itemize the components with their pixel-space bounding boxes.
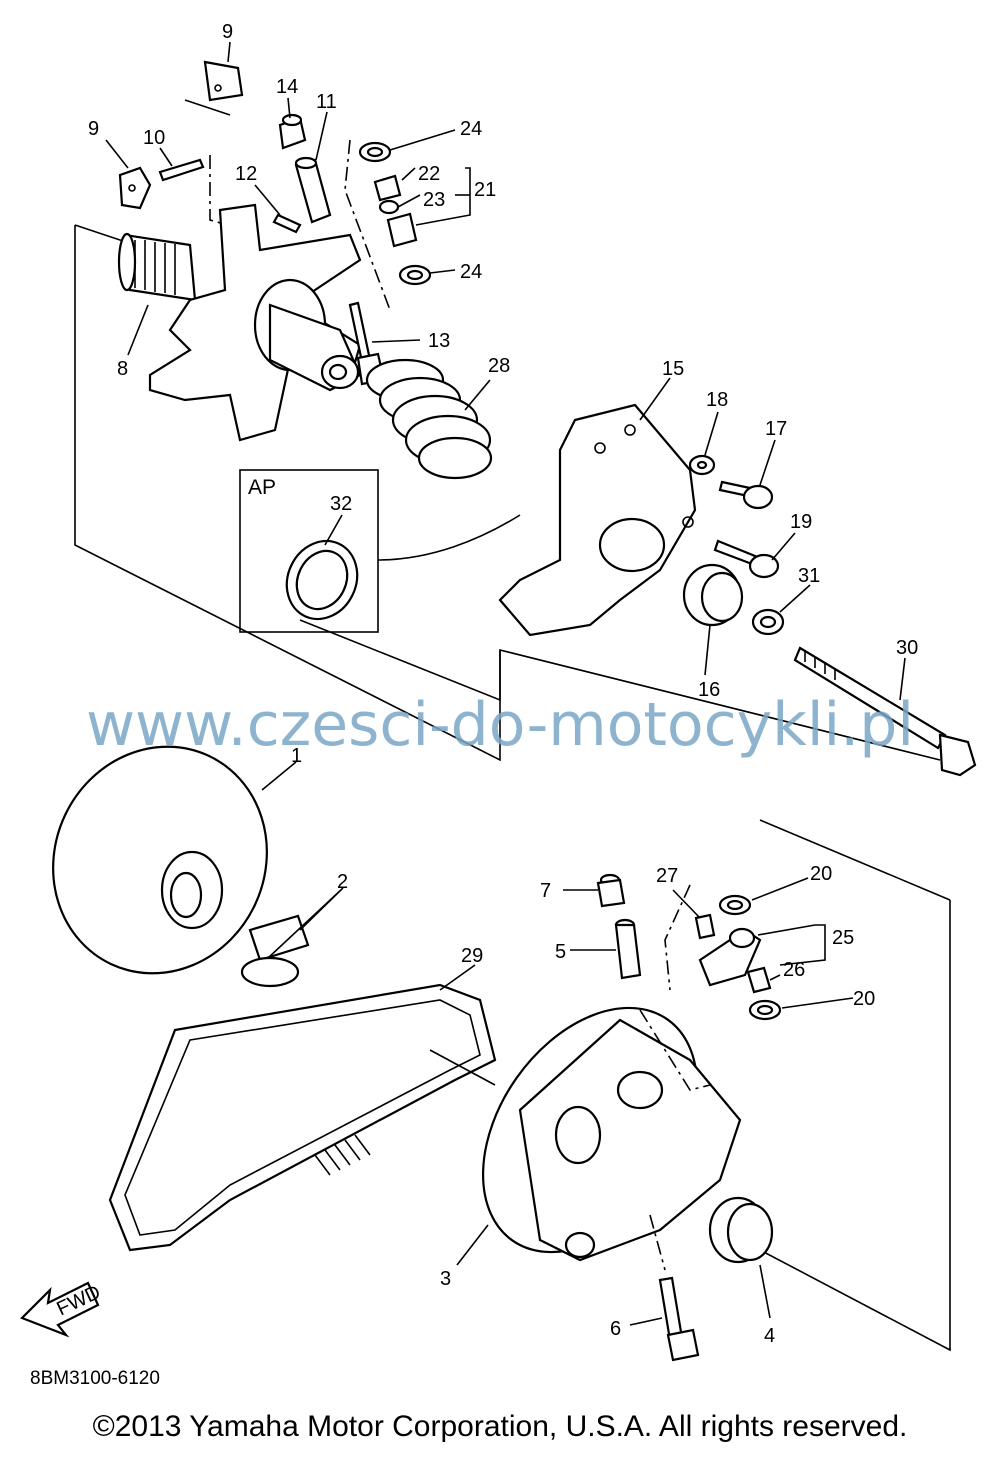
callout-18: 18 xyxy=(706,389,728,411)
callout-numbers: 9 9 10 14 11 12 24 22 23 21 24 8 13 28 3… xyxy=(88,21,918,1347)
diagram-part-code: 8BM3100-6120 xyxy=(30,1368,160,1389)
callout-11: 11 xyxy=(316,91,337,113)
part-5-sleeve xyxy=(614,918,642,980)
assembly-outline-lower xyxy=(299,619,951,1352)
callout-32: 32 xyxy=(330,493,352,515)
part-12-spring xyxy=(272,213,302,234)
callout-10: 10 xyxy=(143,127,165,149)
callout-22: 22 xyxy=(418,163,440,185)
callout-26: 26 xyxy=(783,959,805,981)
part-17-bolt xyxy=(718,480,774,510)
callout-28: 28 xyxy=(488,355,510,377)
part-27-pin xyxy=(664,884,716,991)
copyright-notice: ©2013 Yamaha Motor Corporation, U.S.A. A… xyxy=(92,1410,908,1443)
part-14-nut xyxy=(278,113,307,150)
callout-9-upper: 9 xyxy=(222,21,233,43)
callout-12: 12 xyxy=(235,163,257,185)
part-15-cover xyxy=(498,403,697,637)
watermark-text: www.czesci-do-motocykli.pl xyxy=(85,690,915,760)
part-28-spring xyxy=(365,358,493,480)
callout-25: 25 xyxy=(832,927,854,949)
callout-23: 23 xyxy=(423,189,445,211)
callout-16: 16 xyxy=(698,679,720,701)
callout-20-bottom: 20 xyxy=(853,988,875,1010)
callout-2: 2 xyxy=(337,871,348,893)
part-29-belt xyxy=(108,983,497,1252)
part-16-roller xyxy=(682,563,744,627)
part-25-arm xyxy=(698,927,762,987)
part-6-bolt xyxy=(658,1276,700,1362)
part-3-sheave-housing xyxy=(481,1006,742,1271)
fwd-arrow-icon: FWD xyxy=(20,1281,104,1338)
part-4-roller xyxy=(708,1196,774,1264)
callout-19: 19 xyxy=(790,511,812,533)
part-7-nut xyxy=(596,873,626,908)
part-8-spider-hub xyxy=(117,203,362,442)
part-20-washer-top xyxy=(718,894,752,916)
callout-3: 3 xyxy=(440,1268,451,1290)
part-9-upper xyxy=(184,60,244,116)
leader-lines xyxy=(105,41,906,1326)
callout-30: 30 xyxy=(896,637,918,659)
callout-20-top: 20 xyxy=(810,863,832,885)
part-2-bushings xyxy=(240,914,310,988)
callout-14: 14 xyxy=(276,76,298,98)
part-11-sleeve xyxy=(294,156,332,224)
part-9-left xyxy=(118,166,152,210)
callout-29: 29 xyxy=(461,945,483,967)
part-31-bushing xyxy=(751,608,785,636)
callout-13: 13 xyxy=(428,330,450,352)
callout-15: 15 xyxy=(662,358,684,380)
part-30-long-bolt xyxy=(793,646,977,777)
part-1-sheave xyxy=(52,745,268,975)
callout-1: 1 xyxy=(291,745,302,767)
part-18-washer xyxy=(688,454,716,476)
callout-5: 5 xyxy=(555,941,566,963)
callout-9-left: 9 xyxy=(88,118,99,140)
callout-6: 6 xyxy=(610,1318,621,1340)
part-26-roller xyxy=(746,966,772,994)
callout-27: 27 xyxy=(656,865,678,887)
callout-7: 7 xyxy=(540,880,551,902)
callout-4: 4 xyxy=(764,1325,775,1347)
callout-17: 17 xyxy=(765,418,787,440)
part-20-washer-bottom xyxy=(748,999,782,1021)
part-21-roller-assembly xyxy=(373,174,418,248)
callout-24-bottom: 24 xyxy=(460,261,482,283)
callout-21: 21 xyxy=(474,179,496,201)
callout-24-top: 24 xyxy=(460,118,482,140)
ap-box xyxy=(239,469,521,633)
part-24-washer-bottom xyxy=(398,264,432,286)
callout-8: 8 xyxy=(117,358,128,380)
callout-31: 31 xyxy=(798,565,820,587)
part-24-washer-top xyxy=(358,141,392,163)
ap-box-label: AP xyxy=(248,476,276,499)
part-19-bolt xyxy=(713,539,780,579)
